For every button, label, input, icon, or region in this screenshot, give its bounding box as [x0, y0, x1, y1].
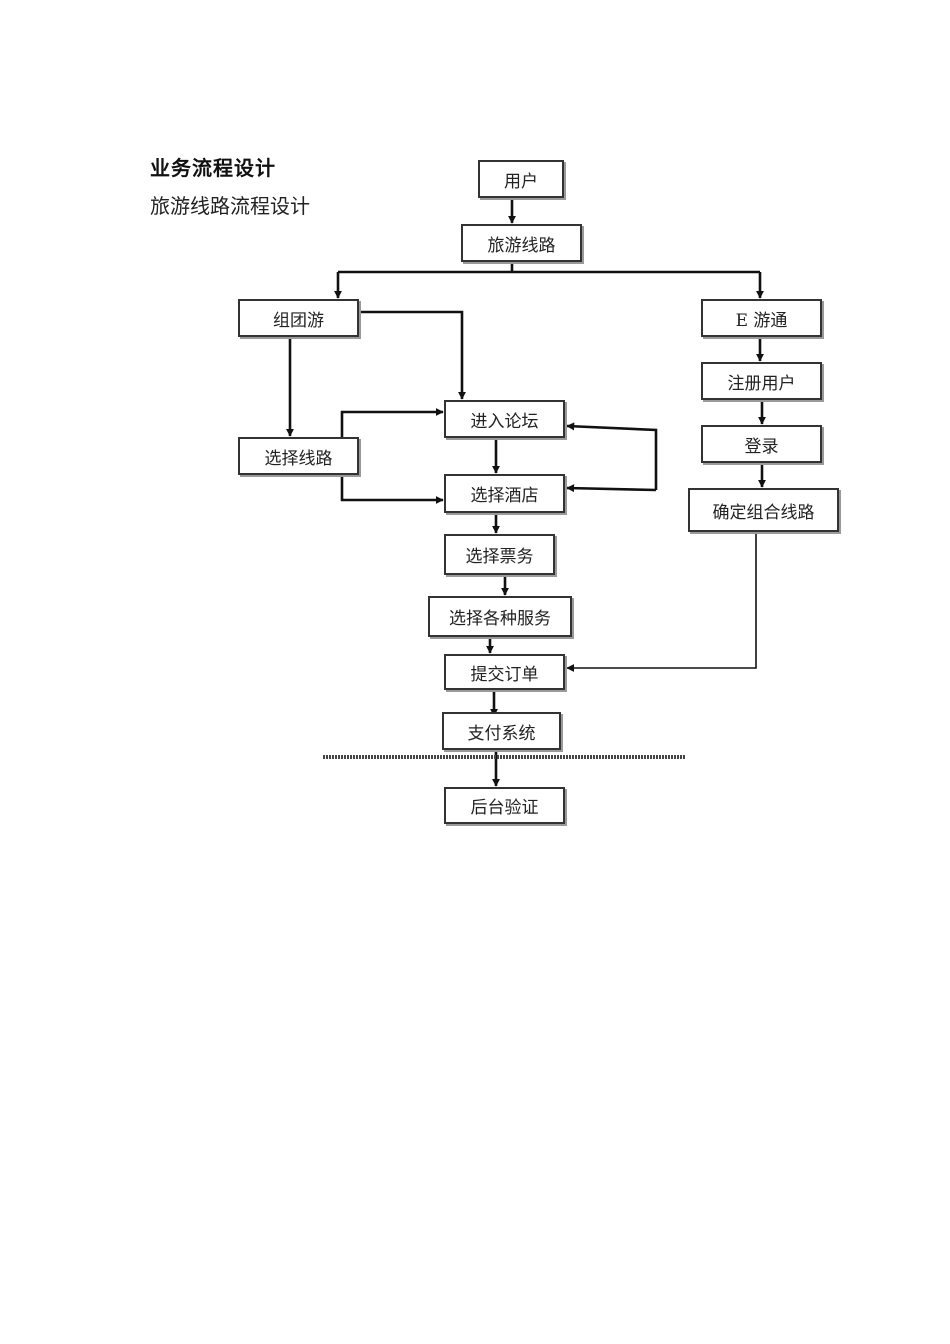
node-register: 注册用户 [701, 362, 822, 400]
node-e-tour: E 游通 [701, 299, 822, 337]
section-heading: 业务流程设计 [150, 156, 276, 180]
node-travel-route: 旅游线路 [461, 224, 582, 262]
arrow-loop-to-forum [566, 422, 658, 490]
node-select-ticket: 选择票务 [444, 534, 555, 575]
arrow-loop-to-hotel [566, 484, 657, 493]
node-select-route: 选择线路 [238, 437, 359, 475]
node-login: 登录 [701, 425, 822, 463]
node-backend-verify: 后台验证 [444, 787, 565, 824]
arrow-select-route-to-forum [340, 408, 444, 438]
node-confirm-route: 确定组合线路 [688, 488, 839, 532]
arrow-select-route-to-hotel [340, 474, 444, 504]
node-group-tour: 组团游 [238, 299, 359, 337]
node-payment-system: 支付系统 [442, 712, 561, 750]
node-enter-forum: 进入论坛 [444, 400, 565, 438]
section-subheading: 旅游线路流程设计 [150, 194, 310, 218]
arrow-confirm-to-order [566, 532, 757, 672]
node-select-hotel: 选择酒店 [444, 474, 565, 513]
arrow-group-tour-to-forum [358, 310, 466, 400]
node-submit-order: 提交订单 [444, 654, 565, 690]
node-select-services: 选择各种服务 [428, 596, 572, 637]
node-user: 用户 [478, 160, 564, 198]
